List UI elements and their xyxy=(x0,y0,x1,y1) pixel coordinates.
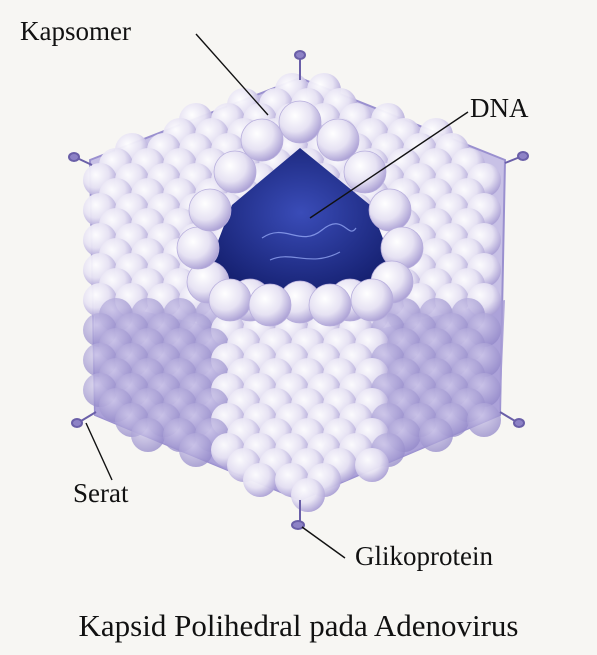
kapsomer-label: Kapsomer xyxy=(20,18,131,45)
capsomer-sphere xyxy=(241,119,283,161)
capsomer-sphere xyxy=(131,418,165,452)
serat-leader xyxy=(86,423,112,480)
capsomer-sphere xyxy=(189,189,231,231)
capsomer-sphere xyxy=(177,227,219,269)
capsomer-sphere xyxy=(291,478,325,512)
capsomer-sphere xyxy=(243,463,277,497)
capsomer-sphere xyxy=(351,279,393,321)
capsomer-sphere xyxy=(419,418,453,452)
figure-caption: Kapsid Polihedral pada Adenovirus xyxy=(0,608,597,644)
glikoprotein-leader xyxy=(302,527,345,558)
capsomer-sphere xyxy=(249,284,291,326)
capsomer-sphere xyxy=(467,403,501,437)
capsomer-sphere xyxy=(369,189,411,231)
glikoprotein-label: Glikoprotein xyxy=(355,543,493,570)
capsomer-sphere xyxy=(309,284,351,326)
serat-label: Serat xyxy=(73,480,128,507)
capsomer-sphere xyxy=(279,101,321,143)
capsomer-sphere xyxy=(209,279,251,321)
dna-label: DNA xyxy=(470,95,529,122)
capsomer-sphere xyxy=(179,433,213,467)
capsomer-sphere xyxy=(355,448,389,482)
